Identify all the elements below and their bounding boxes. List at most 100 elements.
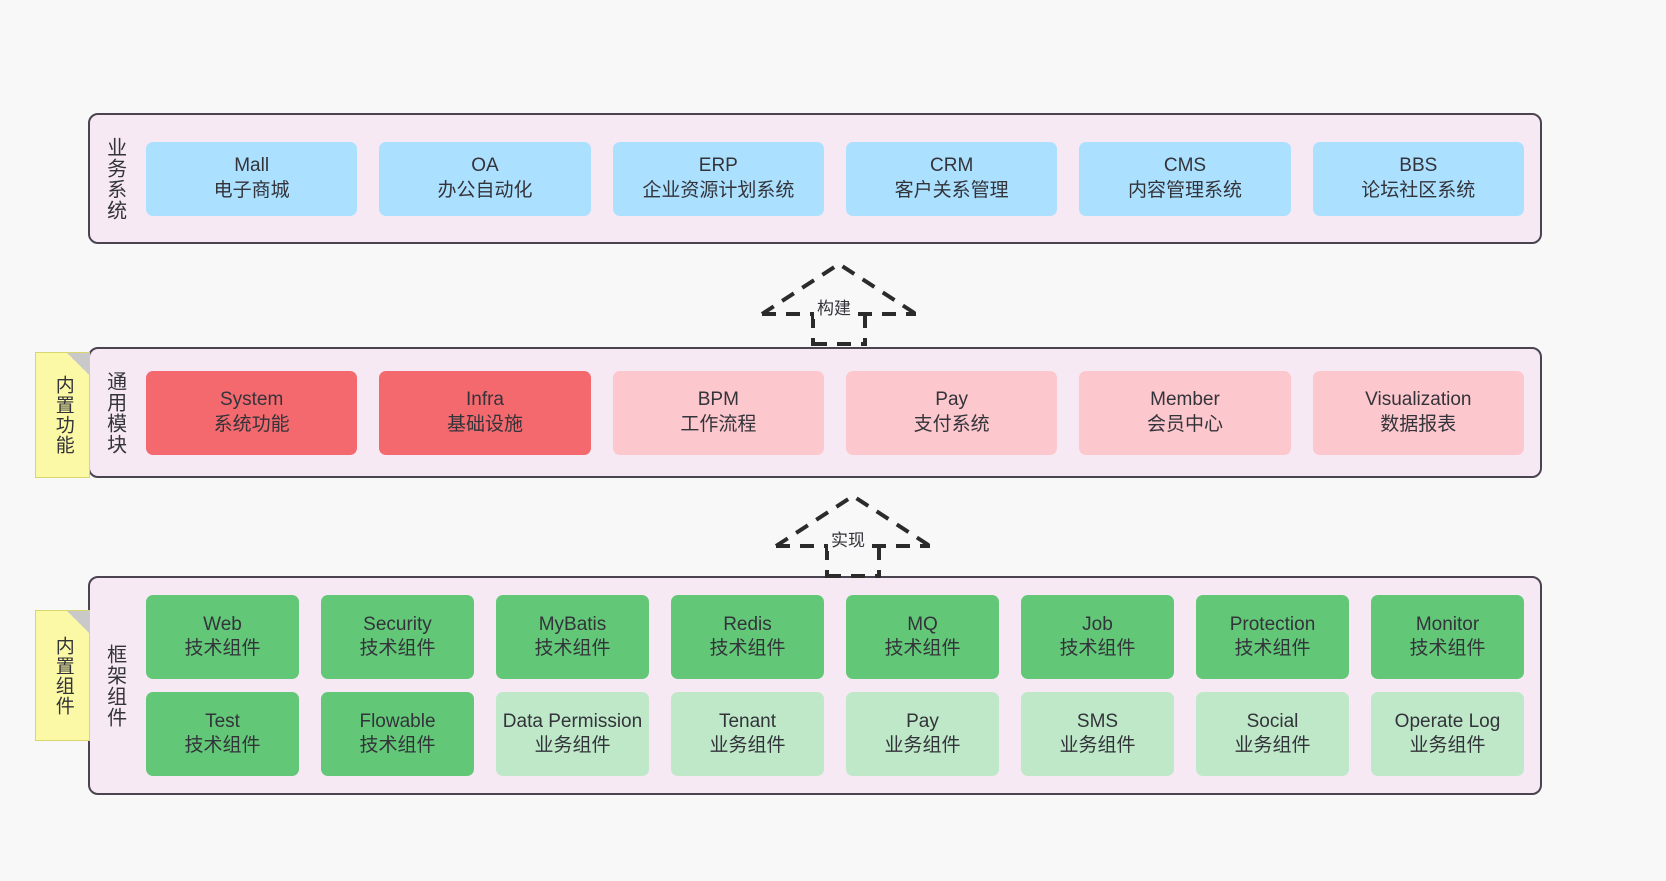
node-subtitle: 电子商城 [213, 179, 290, 201]
layer-title-framework: 框架组件 [103, 643, 126, 728]
node-oa[interactable]: OA 办公自动化 [379, 141, 591, 216]
row: System 系统功能 Infra 基础设施 BPM 工作流程 Pay 支付系统… [146, 370, 1524, 455]
node-title: MyBatis [538, 613, 607, 635]
node-subtitle: 内容管理系统 [1127, 179, 1242, 201]
row: Mall 电子商城 OA 办公自动化 ERP 企业资源计划系统 CRM 客户关系… [146, 141, 1524, 216]
node-subtitle: 业务组件 [1059, 735, 1136, 756]
node-title: Tenant [718, 710, 777, 732]
node-system[interactable]: System 系统功能 [146, 370, 358, 455]
node-title: Flowable [359, 710, 436, 732]
node-subtitle: 客户关系管理 [894, 179, 1009, 201]
node-title: Monitor [1415, 613, 1480, 635]
node-data-permission[interactable]: Data Permission 业务组件 [496, 692, 649, 776]
arrow-implement: 实现 [766, 490, 941, 578]
node-subtitle: 支付系统 [913, 413, 990, 435]
node-subtitle: 技术组件 [359, 638, 436, 659]
node-crm[interactable]: CRM 客户关系管理 [845, 141, 1058, 216]
node-subtitle: 技术组件 [184, 638, 261, 659]
node-title: CRM [930, 155, 974, 177]
node-subtitle: 技术组件 [1409, 638, 1486, 659]
node-title: Visualization [1365, 389, 1472, 411]
node-title: SMS [1076, 710, 1119, 732]
node-tenant[interactable]: Tenant 业务组件 [671, 692, 824, 776]
arrow-label-implement: 实现 [828, 526, 868, 551]
row: Web 技术组件 Security 技术组件 MyBatis 技术组件 Redi… [146, 595, 1524, 679]
node-title: Mall [234, 155, 270, 177]
node-flowable[interactable]: Flowable 技术组件 [321, 692, 474, 776]
node-subtitle: 工作流程 [680, 413, 757, 435]
node-title: Pay [935, 389, 969, 411]
node-subtitle: 技术组件 [1059, 638, 1136, 659]
node-title: Protection [1229, 613, 1316, 635]
note-builtin-component: 内置组件 [35, 610, 90, 741]
node-member[interactable]: Member 会员中心 [1079, 370, 1291, 455]
node-subtitle: 会员中心 [1146, 413, 1223, 435]
node-subtitle: 办公自动化 [437, 179, 533, 201]
node-mall[interactable]: Mall 电子商城 [146, 141, 358, 216]
arrow-label-build: 构建 [814, 294, 854, 319]
node-infra[interactable]: Infra 基础设施 [379, 370, 591, 455]
node-title: Operate Log [1394, 710, 1501, 732]
node-title: MQ [907, 613, 938, 635]
node-subtitle: 业务组件 [1234, 735, 1311, 756]
layer-title-business: 业务系统 [103, 136, 126, 221]
node-bpm[interactable]: BPM 工作流程 [612, 370, 824, 455]
node-subtitle: 业务组件 [1409, 735, 1486, 756]
node-title: Member [1150, 389, 1220, 411]
node-title: Redis [723, 613, 772, 635]
node-title: BBS [1399, 155, 1438, 177]
layer-business-system: 业务系统 Mall 电子商城 OA 办公自动化 ERP 企业资源计划系统 CRM… [88, 113, 1542, 244]
node-monitor[interactable]: Monitor 技术组件 [1371, 595, 1524, 679]
layer-body-framework: Web 技术组件 Security 技术组件 MyBatis 技术组件 Redi… [138, 578, 1540, 793]
node-bbs[interactable]: BBS 论坛社区系统 [1312, 141, 1524, 216]
node-job[interactable]: Job 技术组件 [1021, 595, 1174, 679]
node-sms[interactable]: SMS 业务组件 [1021, 692, 1174, 776]
node-subtitle: 基础设施 [446, 413, 523, 435]
node-subtitle: 业务组件 [709, 735, 786, 756]
node-title: Infra [465, 389, 504, 411]
layer-common-module: 通用模块 System 系统功能 Infra 基础设施 BPM 工作流程 Pay… [88, 347, 1542, 478]
node-test[interactable]: Test 技术组件 [146, 692, 299, 776]
note-text: 内置组件 [52, 635, 74, 716]
node-visualization[interactable]: Visualization 数据报表 [1312, 370, 1524, 455]
node-subtitle: 论坛社区系统 [1361, 179, 1476, 201]
node-title: BPM [697, 389, 739, 411]
node-subtitle: 技术组件 [884, 638, 961, 659]
node-security[interactable]: Security 技术组件 [321, 595, 474, 679]
node-subtitle: 业务组件 [884, 735, 961, 756]
node-subtitle: 系统功能 [213, 413, 290, 435]
node-title: Pay [906, 710, 939, 732]
node-title: Job [1082, 613, 1113, 635]
node-title: OA [471, 155, 499, 177]
node-social[interactable]: Social 业务组件 [1196, 692, 1349, 776]
note-text: 内置功能 [52, 375, 74, 455]
node-title: ERP [698, 155, 738, 177]
layer-framework-component: 框架组件 Web 技术组件 Security 技术组件 MyBatis 技术组件… [88, 576, 1542, 795]
node-subtitle: 技术组件 [709, 638, 786, 659]
arrow-build: 构建 [752, 258, 927, 346]
node-subtitle: 技术组件 [184, 735, 261, 756]
node-cms[interactable]: CMS 内容管理系统 [1079, 141, 1291, 216]
node-protection[interactable]: Protection 技术组件 [1196, 595, 1349, 679]
node-erp[interactable]: ERP 企业资源计划系统 [612, 141, 824, 216]
node-title: Security [363, 613, 432, 635]
node-subtitle: 数据报表 [1380, 413, 1457, 435]
layer-body-business: Mall 电子商城 OA 办公自动化 ERP 企业资源计划系统 CRM 客户关系… [138, 115, 1540, 242]
node-operate-log[interactable]: Operate Log 业务组件 [1371, 692, 1524, 776]
node-pay[interactable]: Pay 支付系统 [845, 370, 1058, 455]
node-title: System [219, 389, 284, 411]
node-web[interactable]: Web 技术组件 [146, 595, 299, 679]
row: Test 技术组件 Flowable 技术组件 Data Permission … [146, 692, 1524, 776]
node-pay-component[interactable]: Pay 业务组件 [846, 692, 999, 776]
layer-title-common: 通用模块 [103, 370, 126, 455]
node-mybatis[interactable]: MyBatis 技术组件 [496, 595, 649, 679]
node-title: CMS [1163, 155, 1207, 177]
layer-body-common: System 系统功能 Infra 基础设施 BPM 工作流程 Pay 支付系统… [138, 349, 1540, 476]
node-subtitle: 企业资源计划系统 [642, 179, 795, 201]
node-subtitle: 技术组件 [359, 735, 436, 756]
node-title: Social [1246, 710, 1299, 732]
node-mq[interactable]: MQ 技术组件 [846, 595, 999, 679]
node-redis[interactable]: Redis 技术组件 [671, 595, 824, 679]
node-subtitle: 业务组件 [534, 735, 611, 756]
